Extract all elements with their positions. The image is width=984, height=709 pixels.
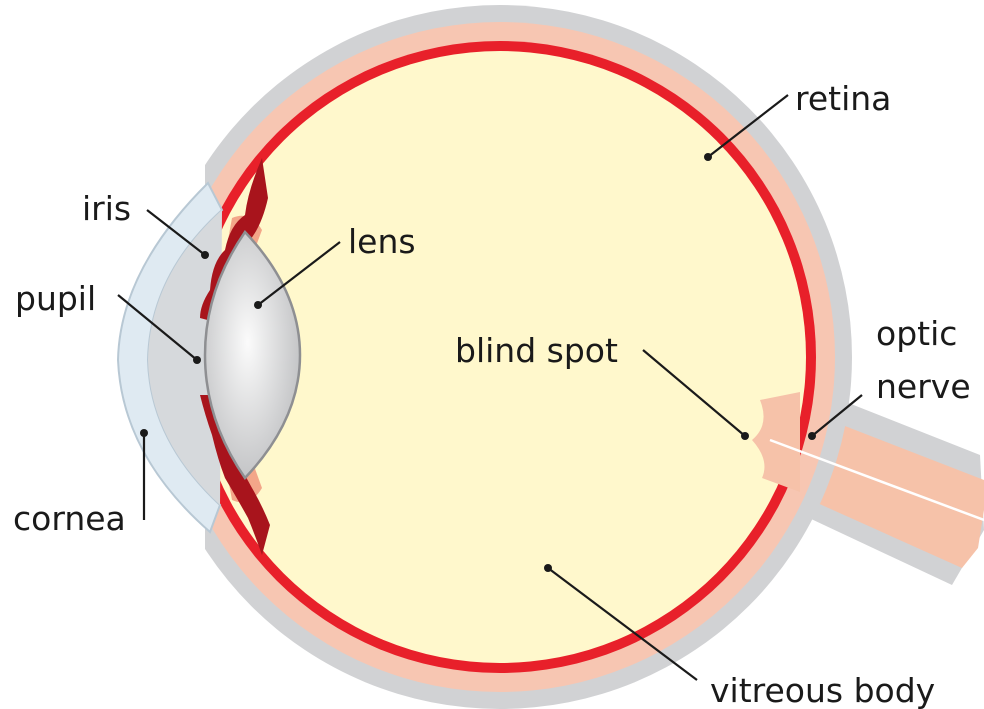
optic-label: optic — [876, 314, 957, 353]
optic-nerve-dot — [808, 432, 816, 440]
blind-spot-label: blind spot — [455, 331, 618, 370]
retina-label: retina — [795, 79, 891, 118]
pupil-dot — [193, 356, 201, 364]
pupil-label: pupil — [15, 279, 96, 318]
blind-spot-dot — [741, 432, 749, 440]
retina-dot — [704, 153, 712, 161]
vitreous-body-label: vitreous body — [710, 671, 935, 709]
cornea-label: cornea — [13, 499, 126, 538]
vitreous-body-dot — [544, 564, 552, 572]
iris-dot — [201, 251, 209, 259]
cornea-dot — [140, 429, 148, 437]
lens-label: lens — [348, 222, 416, 261]
iris-label: iris — [82, 189, 131, 228]
nerve-label: nerve — [876, 367, 971, 406]
lens-dot — [254, 301, 262, 309]
